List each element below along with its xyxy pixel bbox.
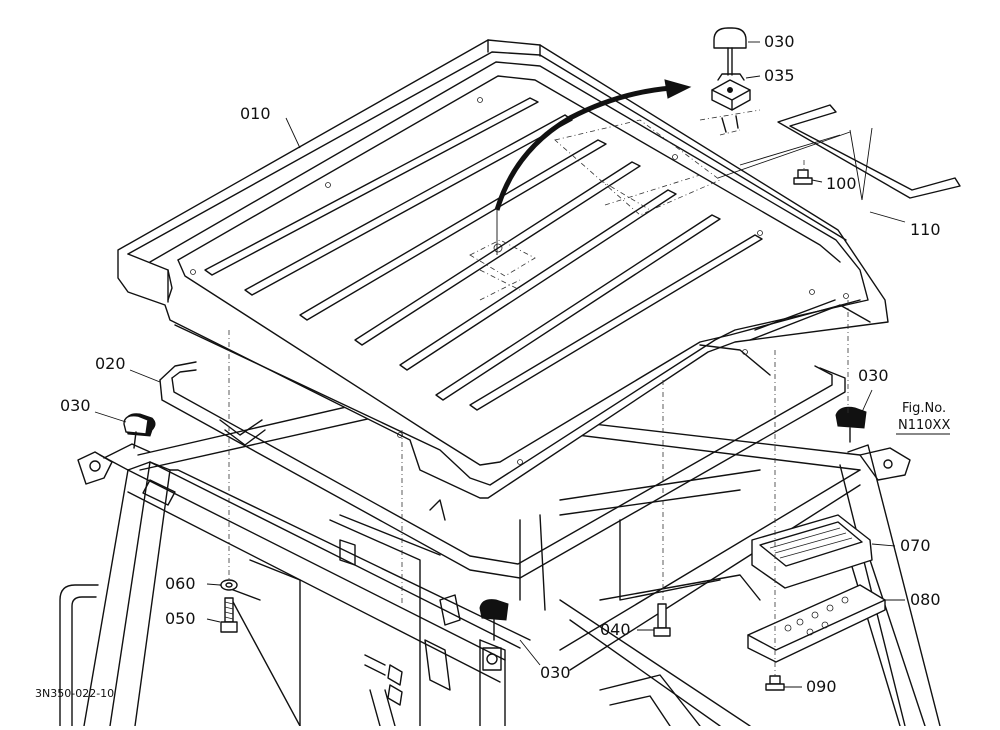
rotation-arrow [494, 79, 692, 255]
label-part-030-bottom: 030 [540, 663, 571, 682]
label-part-030-right: 030 [858, 366, 889, 385]
label-part-110: 110 [910, 220, 941, 239]
label-part-010: 010 [240, 104, 271, 123]
leader-lines [94, 41, 950, 688]
knob-bottom [479, 599, 509, 641]
seal-gasket [159, 361, 846, 579]
bolt-100 [793, 169, 813, 185]
centerlines [228, 160, 849, 676]
knob-and-bracket-top [699, 27, 761, 136]
label-part-030-left: 030 [60, 396, 91, 415]
dome-lamp [751, 514, 873, 589]
bolt-040 [653, 603, 671, 637]
label-part-100: 100 [826, 174, 857, 193]
drawing-code: 3N350-022-10 [35, 687, 115, 700]
label-part-080: 080 [910, 590, 941, 609]
label-part-040: 040 [600, 620, 631, 639]
label-part-060: 060 [165, 574, 196, 593]
washer-060 [220, 579, 238, 591]
lamp-bracket [747, 584, 886, 663]
bolt-050 [220, 597, 238, 633]
label-part-030-top: 030 [764, 32, 795, 51]
knob-left [123, 413, 156, 449]
label-part-070: 070 [900, 536, 931, 555]
label-part-020: 020 [95, 354, 126, 373]
label-part-035: 035 [764, 66, 795, 85]
roof-panel [117, 39, 889, 499]
label-part-050: 050 [165, 609, 196, 628]
grab-handle [777, 104, 961, 199]
knob-right [835, 406, 867, 443]
fig-no-number: N110XX [898, 418, 951, 433]
label-part-090: 090 [806, 677, 837, 696]
screw-090 [765, 675, 785, 691]
fig-no-label: Fig.No. [902, 401, 947, 416]
